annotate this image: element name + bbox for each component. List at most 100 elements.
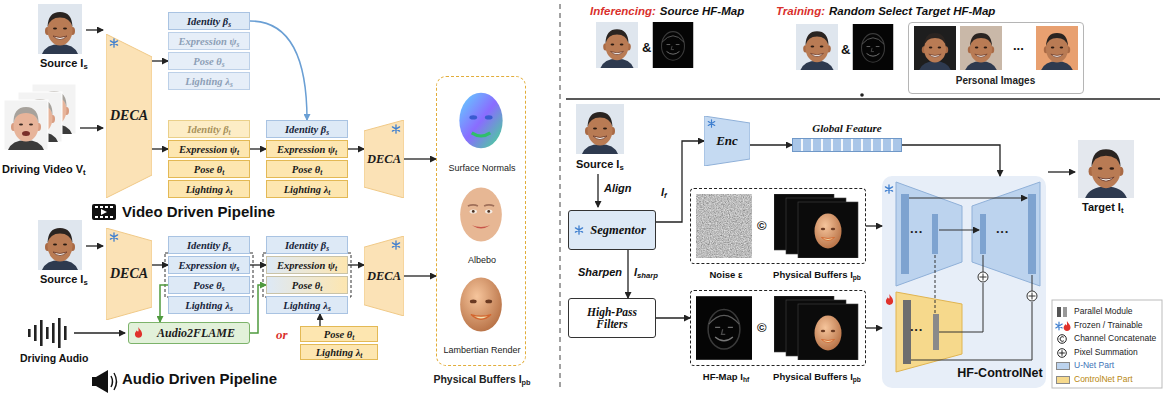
deca-encoder: DECA xyxy=(106,228,152,320)
connector xyxy=(319,314,320,326)
legend-frame xyxy=(1052,300,1162,388)
legend-row: Channel Concatenate xyxy=(1055,333,1160,345)
input-group: HF-Map IhfPhysical Buffers Ipb xyxy=(690,290,866,366)
subscript: s xyxy=(228,244,231,253)
subscript: t xyxy=(352,333,354,342)
subscript: s xyxy=(619,163,623,172)
node-text: High-Pass Filters xyxy=(572,306,652,330)
controlnet-panel: HF-ControlNet xyxy=(882,176,1046,388)
film-icon xyxy=(105,216,108,218)
text-label: Audio Driven Pipeline xyxy=(122,370,277,387)
subscript: s xyxy=(228,20,231,29)
legend-symbol xyxy=(1057,307,1061,317)
trapezoid-shape xyxy=(106,34,152,198)
film-icon xyxy=(110,216,113,218)
param-box: Expression ψt xyxy=(266,140,348,158)
legend-symbol xyxy=(1064,321,1071,331)
connector xyxy=(348,264,364,265)
legend-text: U-Net Part xyxy=(1074,360,1114,370)
legend-row: Frozen / Trainable xyxy=(1055,320,1160,332)
subscript: t xyxy=(230,188,232,197)
unet-drawing xyxy=(939,230,979,231)
unet-drawing xyxy=(935,255,936,313)
subscript: pb xyxy=(853,274,861,281)
feature-bar: Global Feature xyxy=(792,138,902,152)
node-text: Identity βt xyxy=(187,124,230,135)
right-photos xyxy=(796,24,838,70)
legend-row: Parallel Module xyxy=(1055,306,1160,318)
right-photos xyxy=(1036,26,1078,70)
subscript: f xyxy=(664,191,667,200)
flow-arrows xyxy=(86,29,103,30)
subscript: s xyxy=(222,284,225,293)
node-text: Lighting λt xyxy=(186,184,233,195)
unet-drawing xyxy=(1029,293,1036,300)
connector xyxy=(250,285,266,333)
trapezoid-shape xyxy=(364,236,404,316)
snow-icon xyxy=(391,124,401,134)
param-box-unused: Expression ψs xyxy=(168,32,250,50)
flow-arrows xyxy=(1048,171,1075,172)
connector xyxy=(656,317,690,318)
legend-symbol xyxy=(1058,335,1067,344)
node-text: HF-ControlNet xyxy=(956,366,1044,380)
legend-text: Channel Concatenate xyxy=(1074,333,1156,343)
param-box: Lighting λs xyxy=(266,296,348,314)
text-label: Source HF-Map xyxy=(660,5,744,17)
param-box-unused: Identity βt xyxy=(168,120,250,138)
text-label: or xyxy=(276,327,288,343)
trapezoid-shape xyxy=(364,120,404,198)
param-box: Identity βs xyxy=(168,236,250,254)
left-photos xyxy=(42,12,78,54)
subscript: t xyxy=(83,168,86,177)
snow-icon xyxy=(574,225,584,235)
subscript: s xyxy=(83,278,87,287)
subscript: s xyxy=(222,60,225,69)
connector xyxy=(152,148,168,149)
text-label: ··· xyxy=(910,322,923,337)
legend-symbol xyxy=(1059,350,1065,356)
divider xyxy=(860,93,864,97)
audio-wave xyxy=(34,325,37,341)
film-icon xyxy=(105,206,108,208)
text-label: Isharp xyxy=(634,266,658,278)
right-photos xyxy=(576,104,624,154)
param-box: Expression ψs xyxy=(168,256,250,274)
subscript: t xyxy=(320,284,322,293)
image-set-box: Personal Images xyxy=(908,22,1084,94)
node-text: Pose θt xyxy=(194,164,225,175)
flow-arrows xyxy=(80,127,103,128)
text-label: ··· xyxy=(910,224,923,239)
node-text: Segmentor xyxy=(590,223,646,238)
right-photos xyxy=(965,33,997,70)
flow-arrows xyxy=(86,245,103,246)
legend-symbol xyxy=(1055,321,1071,331)
text-label: Driving Video Vt xyxy=(2,163,86,175)
megaphone-icon xyxy=(92,377,96,386)
text-label: Video Driven Pipeline xyxy=(122,203,275,220)
legend-symbol xyxy=(1055,334,1071,344)
connector xyxy=(750,144,792,145)
legend-row: Pixel Summation xyxy=(1055,347,1160,359)
unet-drawing xyxy=(882,176,1046,388)
node-text: Enc xyxy=(716,133,738,149)
unet-drawing xyxy=(980,214,986,254)
input-images xyxy=(774,296,858,360)
legend-symbol xyxy=(1063,307,1067,317)
connector xyxy=(866,225,882,226)
unet-drawing xyxy=(903,300,911,364)
film-icon xyxy=(95,216,98,218)
right-photos xyxy=(853,24,893,70)
legend-symbol xyxy=(1058,348,1067,357)
unet-drawing xyxy=(1028,194,1036,274)
text-label: Driving Audio xyxy=(20,352,88,364)
legend-swatch xyxy=(1056,376,1070,384)
group-outline xyxy=(263,253,351,297)
flow-arrows xyxy=(597,174,598,207)
node-text: Expression ψt xyxy=(179,144,239,155)
param-box: Pose θt xyxy=(266,160,348,178)
snow-icon xyxy=(109,232,119,242)
subscript: s xyxy=(237,264,240,273)
subscript: s xyxy=(237,40,240,49)
subscript: t xyxy=(335,148,337,157)
